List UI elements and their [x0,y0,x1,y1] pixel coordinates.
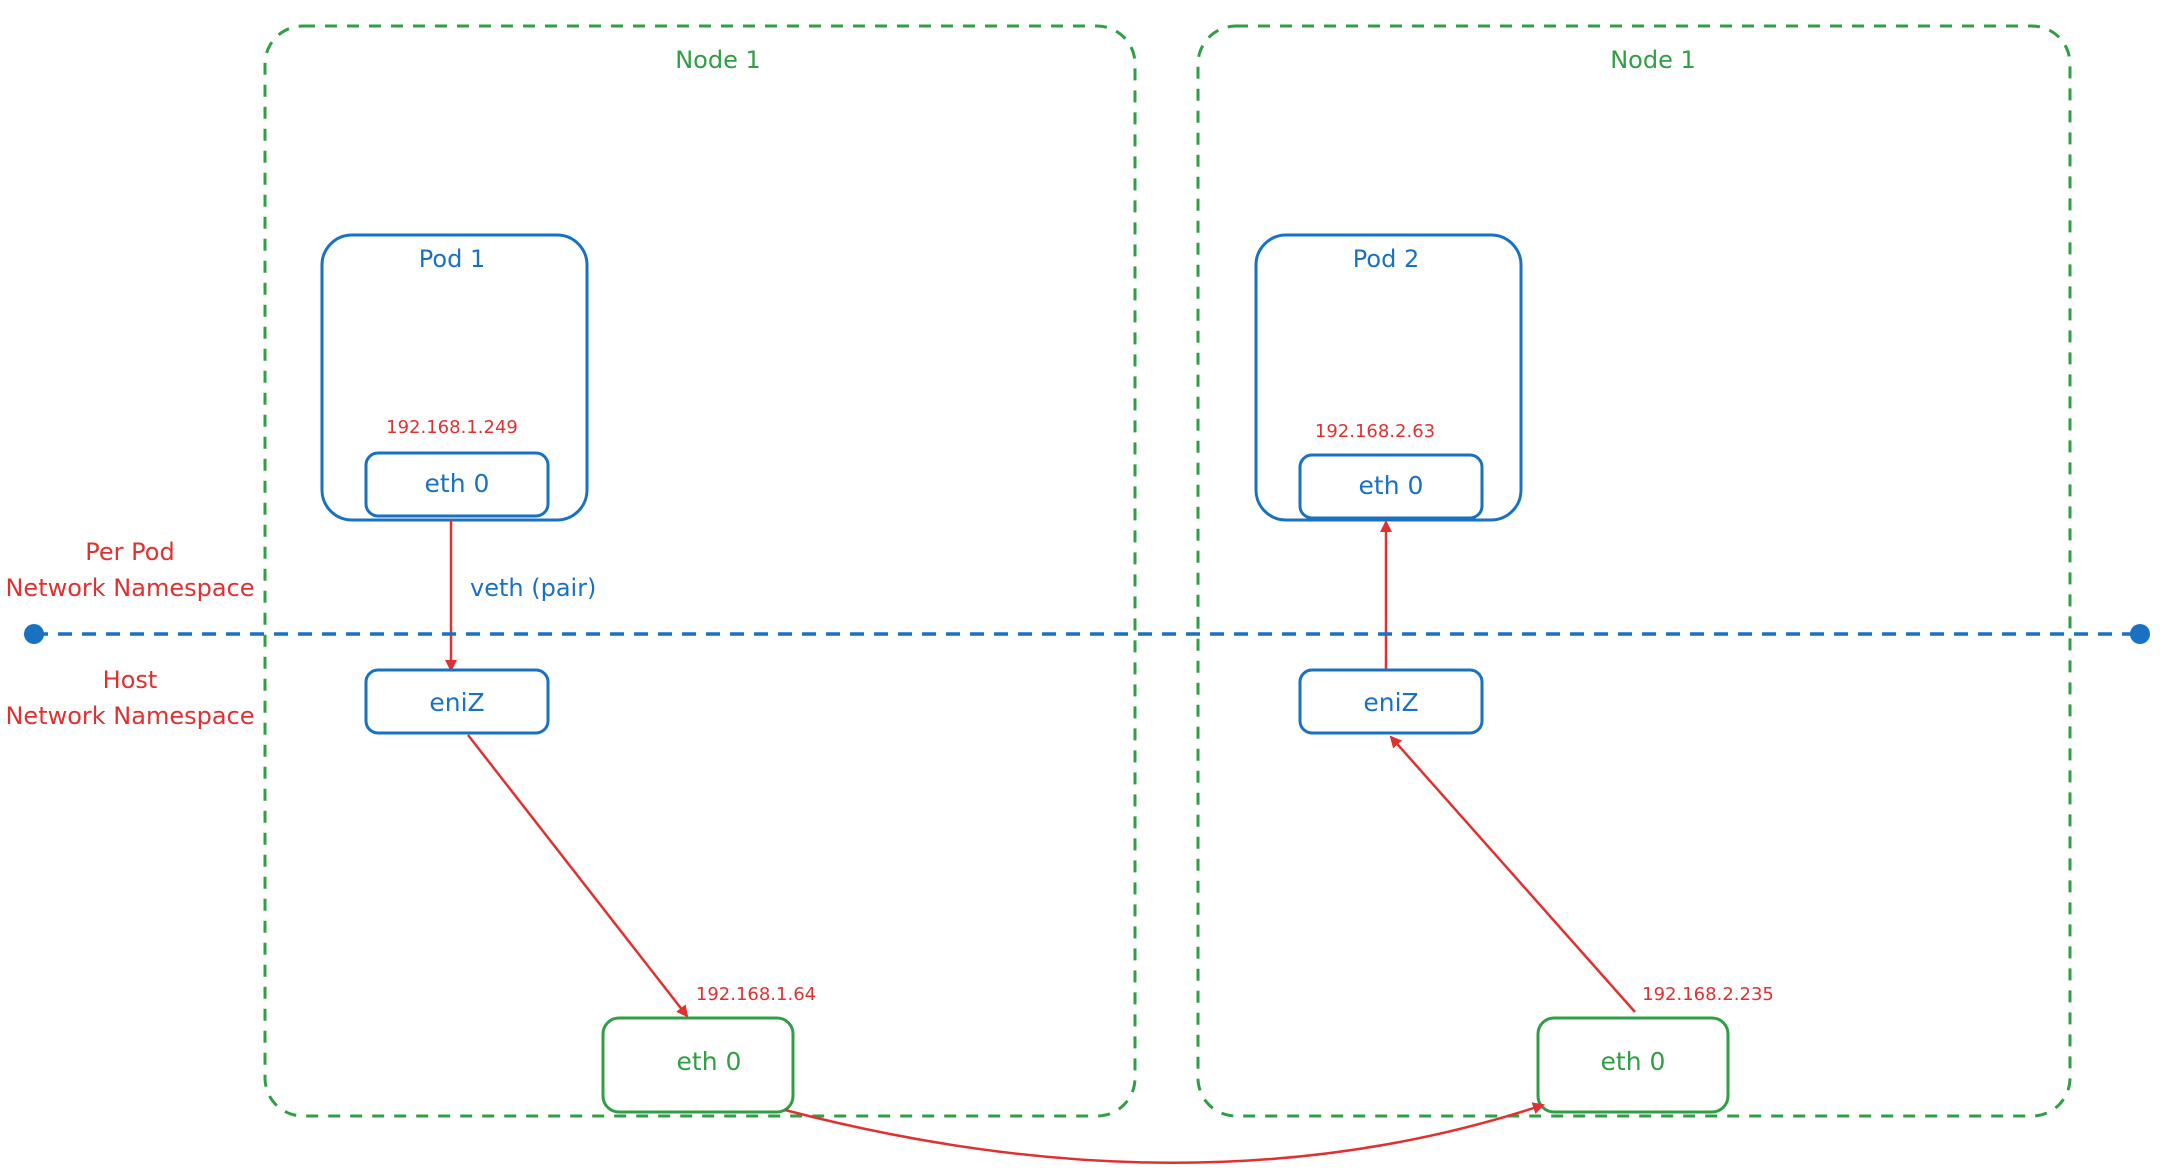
node-right-eth0-label: eth 0 [1601,1047,1666,1076]
veth-pair-label: veth (pair) [470,574,596,602]
eniz-right-label: eniZ [1363,688,1418,717]
node-left-label: Node 1 [675,46,761,74]
eth0-to-eniz-arrow-right [1389,735,1636,1013]
pod-2-eth0-label: eth 0 [1359,471,1424,500]
pod-1-eth0-box [364,451,550,518]
node-left: Node 1 Pod 1 192.168.1.249 eth 0 veth (p… [263,24,1137,1118]
pod-2-label: Pod 2 [1353,245,1419,273]
node-left-eth0-ip: 192.168.1.64 [696,984,816,1005]
node-right-label: Node 1 [1610,46,1696,74]
node-right-eth0-box [1536,1016,1730,1114]
node-left-boundary [263,24,1137,1118]
pod-namespace-label-line2: Network Namespace [5,574,254,602]
pod-2-ip: 192.168.2.63 [1315,421,1435,442]
pod-1-label: Pod 1 [419,245,485,273]
eniz-left-box [364,668,550,735]
host-namespace-label-line2: Network Namespace [5,702,254,730]
node-left-eth0-label: eth 0 [677,1047,742,1076]
pod-2-eth0-box [1298,453,1484,520]
node-right-boundary [1196,24,2072,1118]
namespace-divider-left-dot [24,624,44,644]
eniz-to-eth0-arrow-left [467,734,689,1018]
pod-1-eth0-label: eth 0 [425,469,490,498]
pod-1-ip: 192.168.1.249 [386,417,518,438]
node-right-eth0-ip: 192.168.2.235 [1642,984,1774,1005]
node-right: Node 1 Pod 2 192.168.2.63 eth 0 eniZ 192… [1196,24,2072,1118]
eniz-left-label: eniZ [429,688,484,717]
pod-1-box [320,233,589,522]
node-left-eth0-box [601,1016,795,1114]
pod-namespace-label-line1: Per Pod [85,538,174,566]
host-namespace-label-line1: Host [103,666,158,694]
namespace-divider-right-dot [2130,624,2150,644]
node-to-node-arrow [784,1102,1545,1164]
eniz-right-box [1298,668,1484,735]
